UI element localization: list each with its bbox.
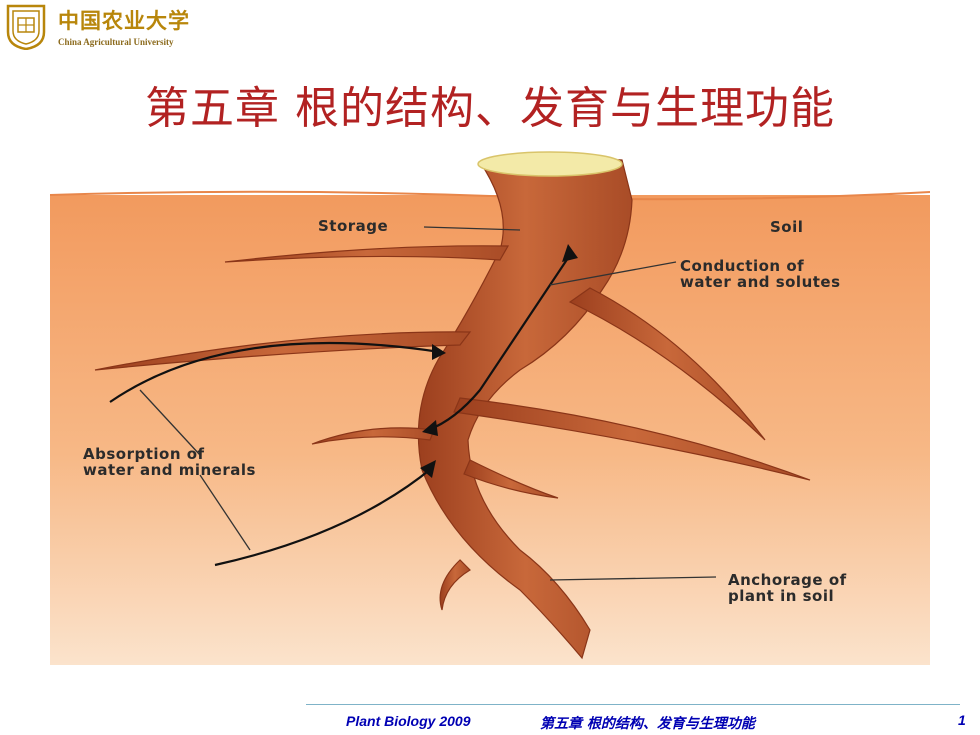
university-name-en: China Agricultural University [58,37,174,47]
root-illustration [50,151,930,665]
absorption-arrowhead-top [432,344,446,360]
soil-label: Soil [770,218,804,236]
anchorage-leader [549,576,717,581]
university-seal-icon [6,4,46,50]
absorption-arrowhead-bottom [420,460,436,478]
absorption-label-line2: water and minerals [83,461,256,479]
root-function-diagram: Storage Soil Conduction of water and sol… [50,140,930,665]
absorption-arrow-top [109,341,441,403]
conduction-label-line2: water and solutes [680,273,841,291]
footer-chapter: 第五章 根的结构、发育与生理功能 [540,716,755,732]
conduction-arrowhead-down [422,420,438,436]
conduction-label-line1: Conduction of [680,257,805,275]
absorption-leader-bottom [199,474,251,551]
absorption-leader-top [139,389,201,456]
university-logo: 中国农业大学 China Agricultural University [4,2,189,50]
soil-surface [50,190,930,201]
university-name-cn: 中国农业大学 [58,8,190,33]
conduction-arrowhead-up [562,244,578,262]
anchorage-label-line1: Anchorage of [728,571,847,589]
storage-leader [423,226,521,231]
root-system [94,156,811,660]
footer-divider [306,704,960,705]
absorption-label-line1: Absorption of [83,445,205,463]
anchorage-label-line2: plant in soil [728,587,835,605]
footer-course: Plant Biology 2009 [346,713,471,729]
conduction-arrow [427,254,571,432]
storage-label: Storage [318,217,389,235]
page-number: 1 [958,712,966,728]
absorption-arrow-bottom [214,467,433,567]
slide-title: 第五章 根的结构、发育与生理功能 [145,83,835,134]
root-cut-surface [477,151,623,177]
conduction-leader [549,261,677,286]
